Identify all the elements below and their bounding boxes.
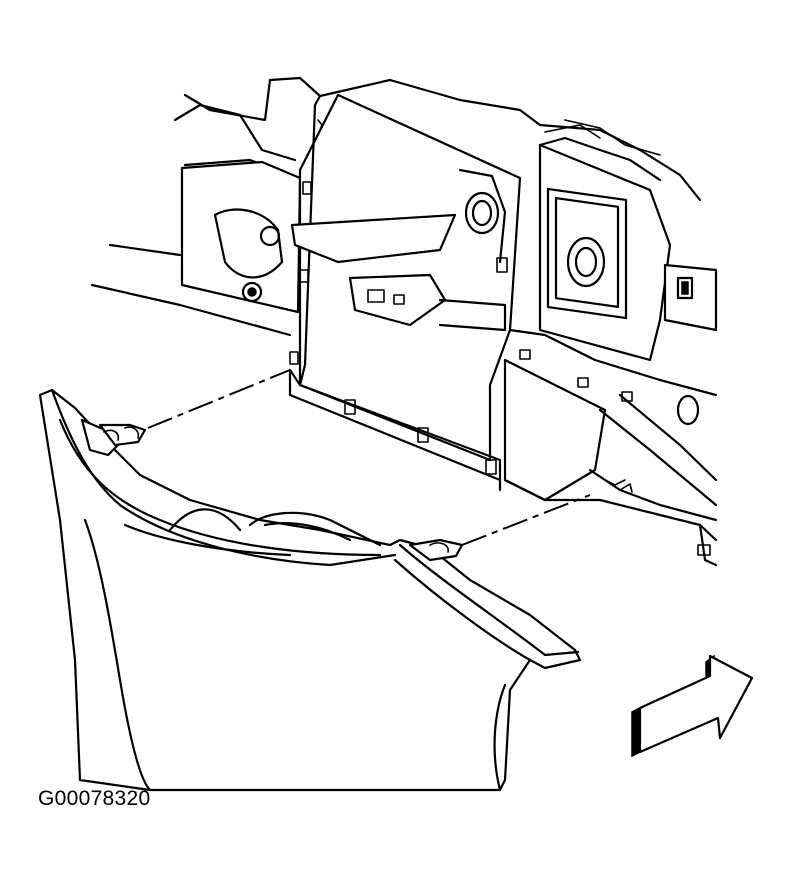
lower-right-knee-bolster bbox=[503, 358, 718, 567]
alignment-lines bbox=[147, 369, 591, 546]
right-vent-panel bbox=[508, 119, 718, 426]
center-mounting-bracket bbox=[288, 93, 522, 492]
front-of-vehicle-arrow-icon bbox=[631, 654, 754, 758]
figure-id-label: G00078320 bbox=[38, 787, 151, 810]
lower-trim-panel bbox=[38, 388, 582, 792]
